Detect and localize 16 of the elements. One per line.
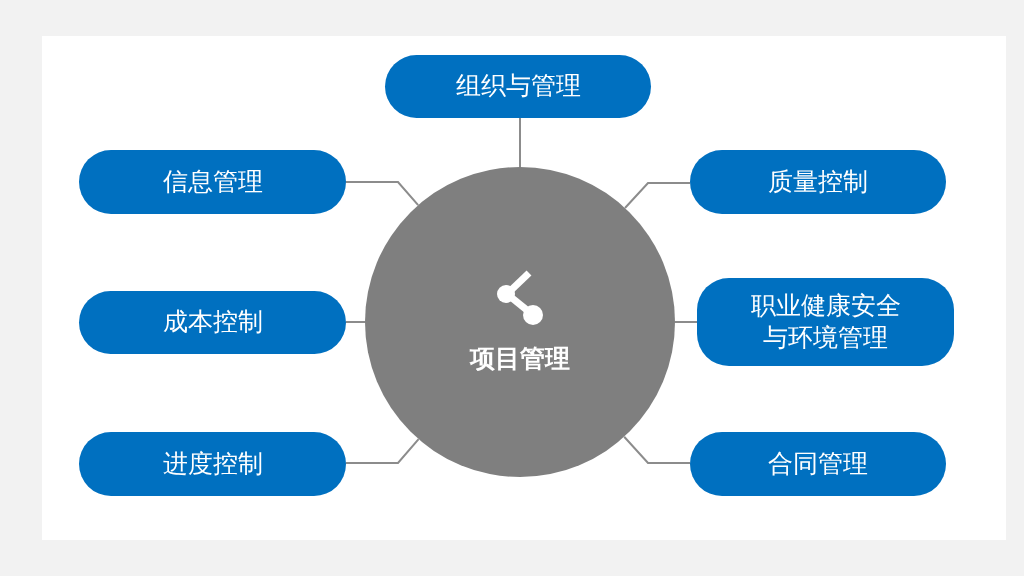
topic-label: 组织与管理 [455, 70, 581, 103]
connector-line [345, 438, 420, 464]
connector-line [623, 435, 691, 464]
topic-label: 质量控制 [768, 165, 868, 198]
topic-label: 合同管理 [768, 447, 868, 480]
connector-line [345, 181, 420, 207]
connector-line [345, 321, 366, 323]
connector-line [519, 117, 521, 168]
topic-label: 成本控制 [162, 306, 263, 339]
center-title: 项目管理 [470, 342, 570, 375]
topic-label: 信息管理 [162, 165, 263, 198]
connector-line [674, 321, 698, 323]
topic-label: 进度控制 [162, 447, 263, 480]
connector-line [624, 182, 691, 209]
topic-pill [697, 278, 954, 366]
topic-label: 职业健康安全与环境管理 [749, 289, 902, 354]
